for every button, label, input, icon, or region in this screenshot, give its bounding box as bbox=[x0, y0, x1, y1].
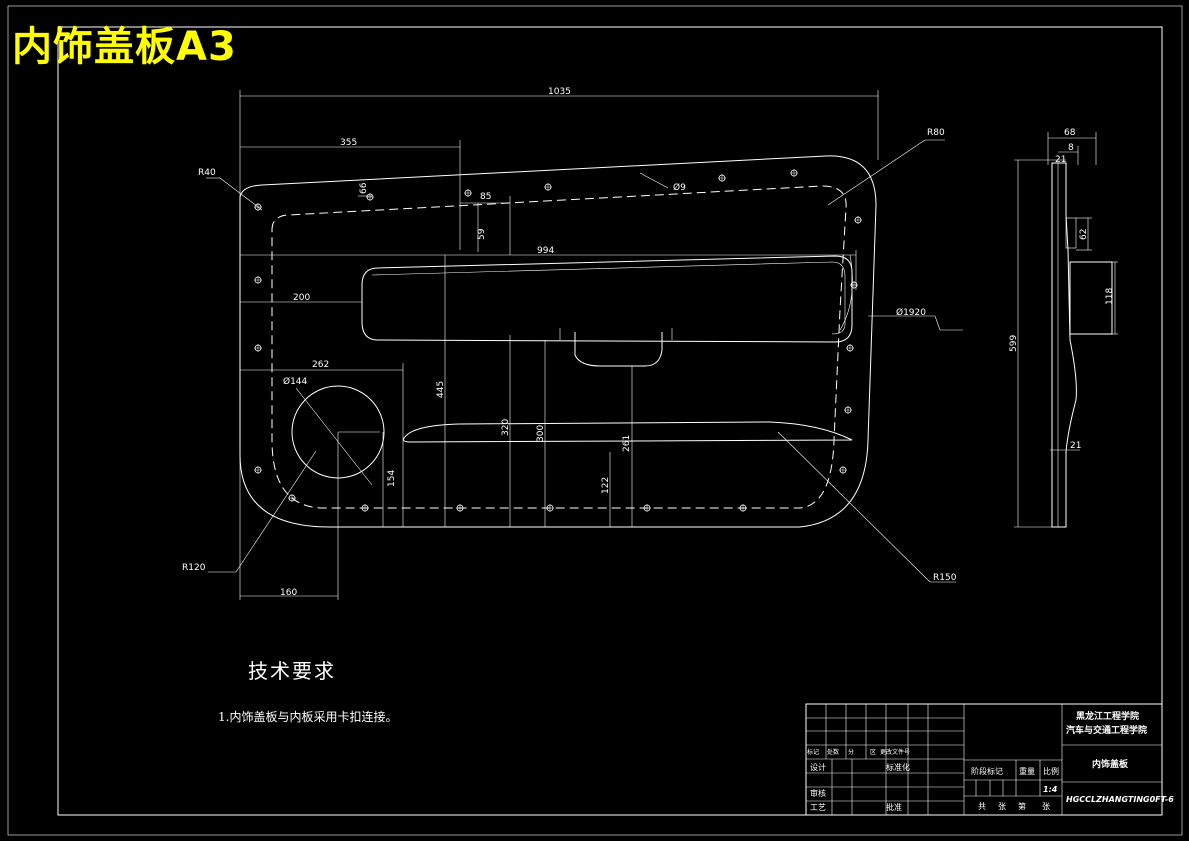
panel-inner-dashed bbox=[271, 185, 847, 509]
dim-dia-144: Ø144 bbox=[283, 376, 308, 387]
tb-approve: 批准 bbox=[886, 802, 902, 812]
tb-weight: 重量 bbox=[1019, 766, 1035, 776]
clip-hole-center bbox=[854, 216, 862, 224]
side-boss bbox=[1069, 261, 1113, 335]
tb-part-name: 内饰盖板 bbox=[1092, 758, 1129, 770]
clip-hole-center bbox=[850, 281, 858, 289]
tb-drawing-no: HGCCLZHANGTING0FT-6 bbox=[1066, 795, 1174, 804]
tb-school-1: 黑龙江工程学院 bbox=[1076, 710, 1139, 722]
dim-160: 160 bbox=[280, 588, 297, 598]
clip-hole-center bbox=[254, 466, 262, 474]
tb-no: 第 bbox=[1018, 801, 1026, 811]
clip-hole-center bbox=[288, 494, 296, 502]
tb-total: 共 bbox=[978, 802, 986, 811]
tb-area: 区 bbox=[870, 749, 876, 756]
dim-320: 320 bbox=[501, 419, 511, 436]
radius-r40: R40 bbox=[198, 168, 216, 178]
dim-445: 445 bbox=[436, 381, 446, 398]
clip-hole-center bbox=[844, 406, 852, 414]
dim-994: 994 bbox=[537, 246, 554, 256]
side-dim-21-bottom: 21 bbox=[1070, 441, 1081, 451]
clip-hole-center bbox=[739, 504, 747, 512]
tech-requirements-heading: 技术要求 bbox=[248, 659, 336, 683]
clip-hole-center bbox=[254, 276, 262, 284]
title-block: 标记 处数 分 区 更改文件号 设计 标准化 审核 工艺 批准 阶段标记 重量 … bbox=[805, 703, 1174, 816]
side-dim-68: 68 bbox=[1064, 128, 1076, 138]
tb-page: 张 bbox=[1042, 802, 1050, 811]
tb-school-2: 汽车与交通工程学院 bbox=[1066, 724, 1147, 736]
clip-hole-center bbox=[254, 344, 262, 352]
side-dim-599: 599 bbox=[1009, 335, 1019, 352]
tb-stage-mark: 阶段标记 bbox=[971, 766, 1003, 776]
side-clip bbox=[1065, 217, 1077, 249]
clip-hole-center bbox=[546, 504, 554, 512]
clip-hole-center bbox=[718, 174, 726, 182]
tb-sheets: 张 bbox=[998, 802, 1006, 811]
tb-review: 审核 bbox=[810, 788, 826, 798]
tb-standardization: 标准化 bbox=[886, 762, 910, 772]
dim-dia-1920: Ø1920 bbox=[896, 307, 926, 318]
tb-change-doc: 更改文件号 bbox=[880, 748, 910, 756]
handle-pocket bbox=[574, 332, 663, 367]
dim-66: 66 bbox=[359, 182, 369, 194]
dim-59: 59 bbox=[477, 228, 487, 240]
tb-scale-label: 比例 bbox=[1043, 766, 1059, 776]
clip-holes bbox=[254, 169, 862, 512]
clip-hole-center bbox=[544, 183, 552, 191]
armrest-inner bbox=[371, 261, 846, 335]
tech-requirement-item: 1.内饰盖板与内板采用卡扣连接。 bbox=[218, 710, 398, 724]
dimension-lines bbox=[206, 90, 963, 600]
inner-border bbox=[57, 26, 1163, 816]
clip-hole-center bbox=[790, 169, 798, 177]
dim-355: 355 bbox=[340, 138, 357, 148]
clip-hole-center bbox=[361, 504, 369, 512]
dim-122: 122 bbox=[601, 477, 611, 494]
radius-r80: R80 bbox=[927, 128, 945, 138]
dim-261: 261 bbox=[622, 435, 632, 452]
front-view: 1035 355 85 59 994 200 262 Ø144 445 320 … bbox=[182, 87, 963, 600]
outer-border bbox=[7, 5, 1183, 836]
clip-hole-center bbox=[464, 189, 472, 197]
map-pocket bbox=[403, 421, 853, 443]
clip-hole-center bbox=[643, 504, 651, 512]
side-dim-21-top: 21 bbox=[1055, 155, 1066, 165]
dim-154: 154 bbox=[387, 470, 397, 487]
panel-outline bbox=[239, 155, 877, 528]
tb-process: 工艺 bbox=[810, 803, 826, 812]
clip-hole-center bbox=[846, 344, 854, 352]
dim-200: 200 bbox=[293, 293, 310, 303]
dim-85: 85 bbox=[480, 192, 491, 202]
dim-dia-9: Ø9 bbox=[673, 182, 686, 193]
edge-curve bbox=[839, 254, 853, 331]
sheet-title: 内饰盖板A3 bbox=[12, 24, 237, 70]
dim-300: 300 bbox=[536, 425, 546, 442]
side-dim-62: 62 bbox=[1079, 229, 1089, 240]
radius-r150: R150 bbox=[933, 573, 957, 583]
side-view: 68 8 21 62 118 599 21 bbox=[1009, 128, 1118, 528]
tb-zone: 分 bbox=[848, 748, 854, 756]
armrest-recess bbox=[361, 255, 853, 343]
side-dim-8: 8 bbox=[1068, 143, 1074, 153]
side-outline bbox=[1051, 162, 1077, 528]
dim-1035: 1035 bbox=[548, 87, 571, 97]
radius-r120: R120 bbox=[182, 563, 206, 573]
tb-count: 处数 bbox=[827, 748, 839, 756]
side-dim-118: 118 bbox=[1105, 288, 1115, 305]
clip-hole-center bbox=[456, 504, 464, 512]
dim-262: 262 bbox=[312, 360, 329, 370]
tb-mark: 标记 bbox=[807, 748, 819, 756]
side-dim-lines bbox=[1014, 132, 1118, 528]
clip-hole-center bbox=[366, 193, 374, 201]
tb-design: 设计 bbox=[810, 762, 826, 772]
clip-hole-center bbox=[839, 466, 847, 474]
tb-scale: 1:4 bbox=[1043, 785, 1058, 794]
